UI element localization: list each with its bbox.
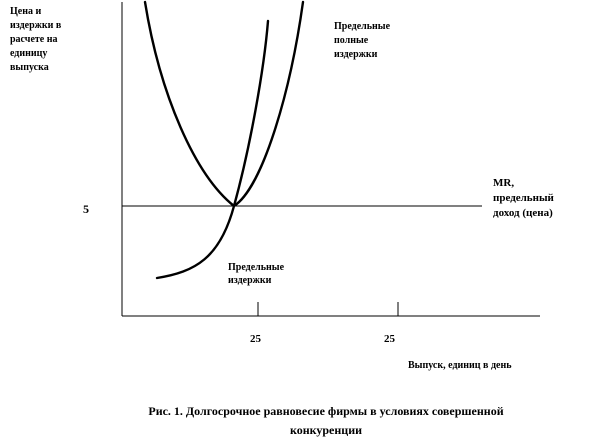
y-axis-label-line: выпуска [10,62,49,73]
price-tick-label: 5 [83,202,89,216]
curve-label-line: издержки [228,275,272,286]
y-axis-label-line: расчете на [10,34,58,45]
x-axis-label: Выпуск, единиц в день [408,360,512,371]
curve-label-line: издержки [334,49,378,60]
mr-label-line: MR, [493,177,514,189]
marginal-cost-label: Предельные издержки [228,262,287,286]
y-axis-label-line: Цена и [10,6,41,17]
marginal-cost-curve [155,19,270,280]
marginal-total-cost-curve [143,0,305,208]
x-tick-label: 25 [384,333,396,345]
curve-label-line: полные [334,35,369,46]
y-axis-label-line: издержки в [10,20,62,31]
curve-label-line: Предельные [334,21,391,32]
y-axis-label: Цена и издержки в расчете на единицу вып… [10,6,64,73]
mr-label: MR, предельный доход (цена) [493,177,557,219]
marginal-total-cost-label: Предельные полные издержки [334,21,393,60]
figure-caption-line-2: конкуренции [290,423,362,437]
figure-caption-line-1: Рис. 1. Долгосрочное равновесие фирмы в … [148,404,503,418]
mr-label-line: доход (цена) [493,207,553,219]
curve-label-line: Предельные [228,262,285,273]
mr-label-line: предельный [493,192,555,204]
y-axis-label-line: единицу [10,48,47,59]
x-tick-label: 25 [250,333,262,345]
